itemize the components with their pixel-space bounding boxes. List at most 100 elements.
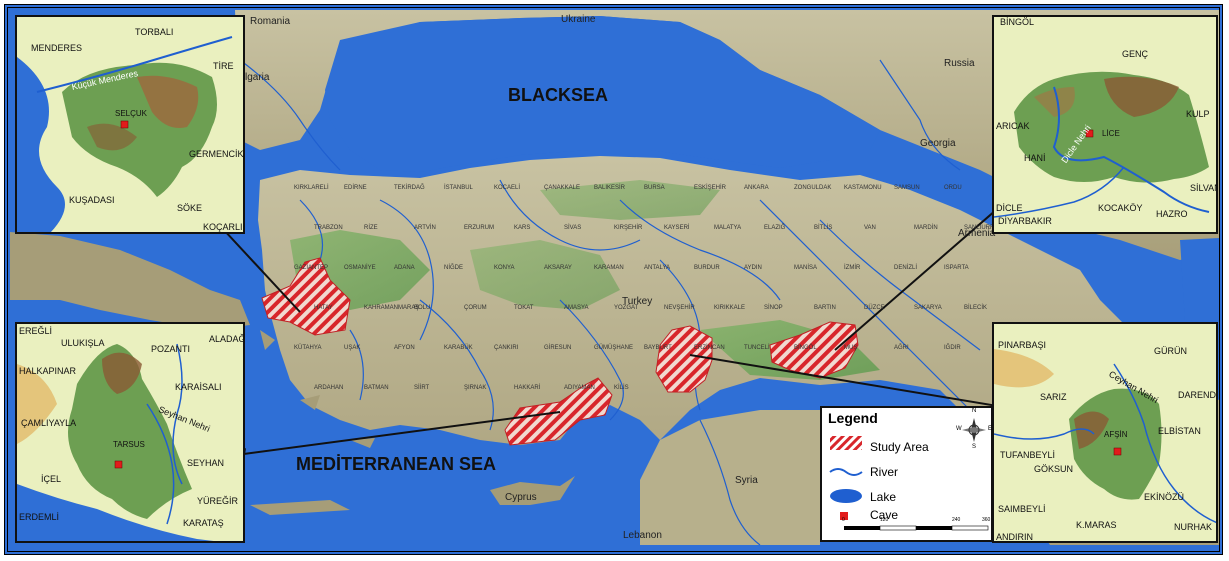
turkey-city-label: OSMANİYE xyxy=(344,265,376,271)
turkey-city-label: BURSA xyxy=(644,185,665,191)
selcuk-label-2: TİRE xyxy=(213,61,234,71)
country-bulgaria: lgaria xyxy=(245,72,270,83)
turkey-city-label: AKSARAY xyxy=(544,265,572,271)
turkey-city-label: ÇORUM xyxy=(464,305,487,311)
turkey-city-label: HAKKARİ xyxy=(514,385,541,391)
study-area-selcuk xyxy=(261,257,351,336)
mediterranean-label: MEDİTERRANEAN SEA xyxy=(296,454,497,474)
greece xyxy=(10,232,250,330)
afsin-label-11: K.MARAS xyxy=(1076,520,1117,530)
tarsus-label-2: POZANTI xyxy=(151,344,191,354)
country-georgia: Georgia xyxy=(920,138,956,149)
turkey-city-label: BİLECİK xyxy=(964,305,988,311)
northern-landmass xyxy=(10,10,1219,260)
study-area-afsin xyxy=(655,325,713,393)
selcuk-label-1: TORBALI xyxy=(135,27,174,37)
lice-label-10: HAZRO xyxy=(1156,209,1188,219)
turkey-city-label: ARDAHAN xyxy=(314,385,344,391)
turkey-city-label: ARTVİN xyxy=(414,225,436,231)
tarsus-label-1: ULUKIŞLA xyxy=(61,338,105,348)
selcuk-label-4: SELÇUK xyxy=(115,109,148,118)
turkey-city-label: KIRIKKALE xyxy=(714,305,746,311)
turkey-city-label: NİĞDE xyxy=(444,265,464,271)
turkey-city-label: MARDİN xyxy=(914,225,938,231)
turkey-city-label: AYDIN xyxy=(744,265,762,271)
turkey-city-label: ERZURUM xyxy=(464,225,494,231)
afsin-label-12: NURHAK xyxy=(1174,522,1213,532)
turkey-city-label: SAKARYA xyxy=(914,305,942,311)
turkey-city-label: HATAY xyxy=(314,305,333,311)
selcuk-label-5: GERMENCİK xyxy=(189,149,244,159)
legend-item-river: River xyxy=(870,465,899,479)
turkey-city-label: TRABZON xyxy=(314,225,343,231)
lice-label-11: SİLVAN xyxy=(1190,183,1218,193)
turkey-city-label: GÜMÜŞHANE xyxy=(594,345,634,351)
scale-bar xyxy=(844,525,989,531)
inset-tarsus: EREĞLİ ULUKIŞLA POZANTI ALADAĞ HALKAPINA… xyxy=(15,322,245,543)
afsin-label-13: ANDIRIN xyxy=(996,532,1034,542)
turkey-city-label: SAMSUN xyxy=(894,185,920,191)
lice-label-1: GENÇ xyxy=(1122,49,1149,59)
turkey-city-label: TOKAT xyxy=(514,305,534,311)
turkey-city-label: ÇANAKKALE xyxy=(544,185,581,191)
selcuk-label-7: SÖKE xyxy=(177,203,203,213)
turkey-city-label: ANTALYA xyxy=(644,265,671,271)
lice-label-8: DİYARBAKIR xyxy=(998,216,1052,226)
afsin-label-4: DARENDE xyxy=(1178,390,1218,400)
compass-e: E xyxy=(988,426,993,432)
turkey-city-label: GİRESUN xyxy=(544,345,572,351)
turkey-city-label: ORDU xyxy=(944,185,962,191)
tarsus-label-6: ÇAMLIYAYLA xyxy=(21,418,77,428)
turkey-city-label: DENİZLİ xyxy=(894,265,918,271)
turkey-city-label: KAHRAMANMARAŞ xyxy=(364,305,420,311)
turkey-city-label: İSTANBUL xyxy=(444,185,473,191)
compass-s: S xyxy=(972,444,977,450)
turkey-city-label: İZMİR xyxy=(844,265,861,271)
lice-label-5: HANİ xyxy=(1024,153,1046,163)
turkey-city-label: DÜZCE xyxy=(864,305,885,311)
tarsus-label-4: HALKAPINAR xyxy=(19,366,77,376)
scale-tick-2: 240 xyxy=(952,517,961,523)
afsin-label-7: TUFANBEYLİ xyxy=(1000,450,1056,460)
afsin-label-10: SAIMBEYLİ xyxy=(998,504,1046,514)
turkey-city-label: KONYA xyxy=(494,265,515,271)
turkey-city-label: KIRKLARELİ xyxy=(294,185,329,191)
turkey-city-label: BALIKESİR xyxy=(594,185,626,191)
turkey-city-label: BARTIN xyxy=(814,305,836,311)
country-russia: Russia xyxy=(944,58,975,69)
afsin-label-2: SARIZ xyxy=(1040,392,1067,402)
lice-label-4: LİCE xyxy=(1102,129,1120,138)
tarsus-label-11: ERDEMLİ xyxy=(19,512,60,522)
legend-item-lake: Lake xyxy=(870,490,897,504)
black-sea-label: BLACKSEA xyxy=(508,85,609,105)
turkey-city-label: AĞRI xyxy=(894,345,909,351)
turkey-city-label: MANİSA xyxy=(794,265,818,271)
turkey-city-label: GAZİANTEP xyxy=(294,265,329,271)
country-ukraine: Ukraine xyxy=(561,14,596,25)
turkey-city-label: YOZGAT xyxy=(614,305,639,311)
turkey-city-label: SİNOP xyxy=(764,305,783,311)
tarsus-label-8: TARSUS xyxy=(113,440,145,449)
turkey-city-label: KARS xyxy=(514,225,531,231)
turkey-city-label: BURDUR xyxy=(694,265,720,271)
compass-w: W xyxy=(956,426,962,432)
turkey-city-label: BİNGÖL xyxy=(794,345,817,351)
turkey-city-label: MALATYA xyxy=(714,225,742,231)
tarsus-label-13: KARATAŞ xyxy=(183,518,224,528)
turkey-city-label: VAN xyxy=(864,225,876,231)
lice-label-2: KULP xyxy=(1186,109,1210,119)
turkey-city-label: AFYON xyxy=(394,345,415,351)
levant xyxy=(640,410,820,545)
turkey-city-label: TUNCELİ xyxy=(744,345,770,351)
greek-islands xyxy=(260,330,375,448)
turkey-city-label: SİVAS xyxy=(564,225,582,231)
turkey-city-label: UŞAK xyxy=(344,345,361,351)
turkey-city-label: NEVŞEHİR xyxy=(664,305,695,311)
afsin-label-0: PINARBAŞI xyxy=(998,340,1047,350)
turkey-city-label: BATMAN xyxy=(364,385,389,391)
turkey-city-label: ZONGULDAK xyxy=(794,185,832,191)
legend-box: Legend Study Area River Lake Cave N S W … xyxy=(820,406,993,542)
turkey-city-label: ERZİNCAN xyxy=(694,345,725,351)
turkey-city-label: ELAZIĞ xyxy=(764,225,786,231)
